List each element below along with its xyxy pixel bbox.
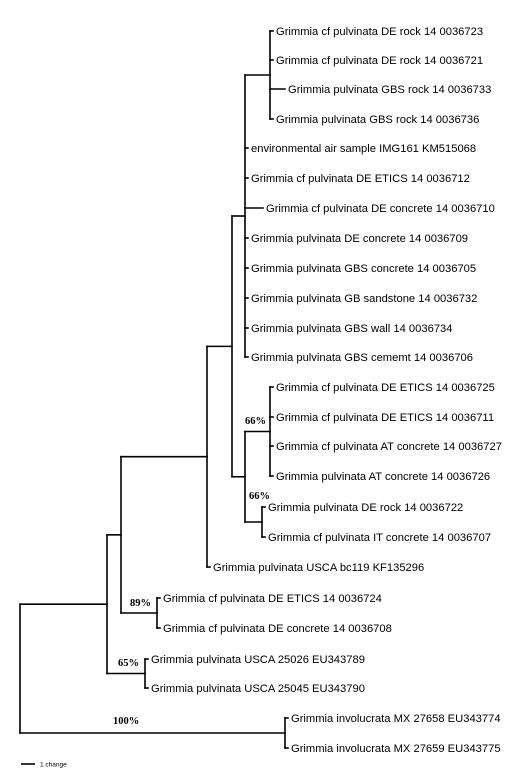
tip-label: Grimmia cf pulvinata DE ETICS 14 0036725 — [276, 382, 495, 394]
tip-label: Grimmia pulvinata GBS rock 14 0036733 — [288, 84, 491, 96]
tip-label: Grimmia pulvinata DE rock 14 0036722 — [268, 502, 463, 514]
scale-bar-label: 1 change — [40, 762, 67, 769]
tip-label: Grimmia cf pulvinata DE rock 14 0036723 — [276, 26, 483, 38]
tip-label: Grimmia pulvinata GBS rock 14 0036736 — [276, 114, 479, 126]
support-value: 66% — [249, 491, 270, 502]
tip-label: Grimmia pulvinata GBS wall 14 0036734 — [251, 323, 452, 335]
tip-label: Grimmia pulvinata USCA 25026 EU343789 — [151, 654, 365, 666]
tip-label: Grimmia cf pulvinata DE ETICS 14 0036712 — [251, 173, 470, 185]
support-values: 66% 66% 89% 65% 100% — [113, 416, 270, 727]
tip-label: Grimmia cf pulvinata DE ETICS 14 0036724 — [163, 593, 382, 605]
tree-branches — [19, 30, 289, 749]
tip-label: Grimmia involucrata MX 27659 EU343775 — [291, 743, 501, 755]
tip-label: Grimmia pulvinata GB sandstone 14 003673… — [251, 293, 477, 305]
tip-label: Grimmia cf pulvinata IT concrete 14 0036… — [268, 532, 491, 544]
support-value: 89% — [130, 598, 151, 609]
support-value: 100% — [113, 716, 139, 727]
tip-label: Grimmia cf pulvinata DE concrete 14 0036… — [163, 623, 392, 635]
tip-label: Grimmia cf pulvinata DE concrete 14 0036… — [266, 203, 495, 215]
tip-label: Grimmia pulvinata GBS concrete 14 003670… — [251, 263, 476, 275]
tip-label: Grimmia involucrata MX 27658 EU343774 — [291, 713, 501, 725]
support-value: 65% — [118, 658, 139, 669]
tip-label: Grimmia pulvinata USCA bc119 KF135296 — [213, 562, 424, 574]
tip-label: Grimmia pulvinata DE concrete 14 0036709 — [251, 233, 468, 245]
tip-label: Grimmia pulvinata AT concrete 14 0036726 — [276, 471, 490, 483]
tip-label: Grimmia cf pulvinata AT concrete 14 0036… — [276, 441, 502, 453]
tip-label: Grimmia cf pulvinata DE ETICS 14 0036711 — [276, 412, 494, 424]
tip-label: environmental air sample IMG161 KM515068 — [251, 143, 476, 155]
tip-label: Grimmia cf pulvinata DE rock 14 0036721 — [276, 55, 483, 67]
scale-bar: 1 change — [21, 762, 67, 769]
tip-label: Grimmia pulvinata USCA 25045 EU343790 — [151, 683, 365, 695]
tip-labels: Grimmia cf pulvinata DE rock 14 0036723G… — [151, 26, 502, 755]
tip-label: Grimmia pulvinata GBS cememt 14 0036706 — [251, 352, 473, 364]
support-value: 66% — [245, 416, 266, 427]
